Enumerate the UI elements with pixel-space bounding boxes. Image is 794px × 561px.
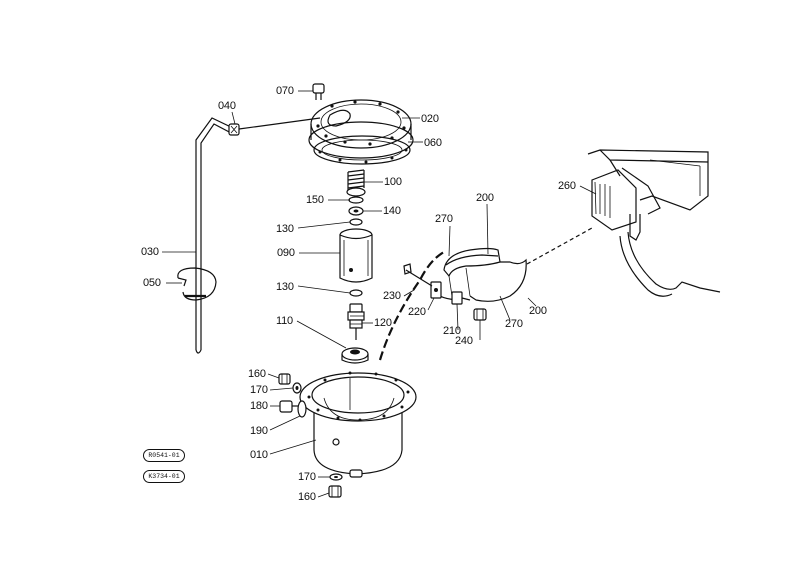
phantom-lines: [378, 227, 593, 361]
part-label-270-top: 270: [435, 213, 453, 225]
part-label-070: 070: [276, 85, 294, 97]
part-label-180: 180: [250, 400, 268, 412]
seat-110: [341, 347, 369, 364]
part-label-130-top: 130: [276, 223, 294, 235]
part-label-200-top: 200: [476, 192, 494, 204]
drain-plug-160-left: [278, 373, 291, 385]
part-label-260: 260: [558, 180, 576, 192]
part-label-160-bottom: 160: [298, 491, 316, 503]
part-label-090: 090: [277, 247, 295, 259]
washer-190: [297, 400, 307, 418]
part-label-030: 030: [141, 246, 159, 258]
tank-body-010: [299, 371, 417, 478]
valve-120: [347, 303, 365, 340]
part-label-110: 110: [276, 315, 293, 327]
part-label-190: 190: [250, 425, 268, 437]
drain-plug-160-bottom: [328, 485, 342, 498]
gasket-060: [313, 135, 411, 165]
washer-140: [348, 206, 364, 216]
reference-code-1: R0541-01: [143, 449, 185, 462]
part-label-010: 010: [250, 449, 268, 461]
band-bolt-210: [451, 291, 471, 305]
part-label-150: 150: [306, 194, 324, 206]
seal-150: [348, 196, 364, 204]
part-label-170-bottom: 170: [298, 471, 316, 483]
bolt-180: [279, 400, 300, 413]
filter-element-090: [339, 228, 373, 283]
part-label-060: 060: [424, 137, 442, 149]
part-label-160-left: 160: [248, 368, 266, 380]
spring-100: [346, 169, 366, 197]
tank-cover-020: [308, 99, 414, 159]
cap-070: [312, 83, 325, 100]
band-bracket-220: [430, 281, 442, 299]
part-label-220: 220: [408, 306, 426, 318]
fuel-pipe-030: [195, 117, 234, 354]
part-label-050: 050: [143, 277, 161, 289]
band-bolt-230: [403, 263, 433, 287]
part-label-170-left: 170: [250, 384, 268, 396]
part-label-270-bottom: 270: [505, 318, 523, 330]
part-label-100: 100: [384, 176, 402, 188]
part-label-140: 140: [383, 205, 401, 217]
part-label-200-bottom: 200: [529, 305, 547, 317]
part-label-210: 210: [443, 325, 461, 337]
part-label-130-bottom: 130: [276, 281, 294, 293]
oring-130-bottom: [349, 289, 363, 297]
part-label-230: 230: [383, 290, 401, 302]
reference-code-2: K3734-01: [143, 470, 185, 483]
washer-170-left: [292, 382, 302, 394]
frame-bracket-260: [587, 149, 721, 297]
oring-130-top: [349, 218, 363, 226]
mounting-band-200: [431, 247, 527, 302]
pipe-clamp-050: [177, 267, 217, 301]
part-label-240: 240: [455, 335, 473, 347]
pipe-joint-040: [228, 117, 321, 136]
part-label-020: 020: [421, 113, 439, 125]
part-label-040: 040: [218, 100, 236, 112]
nut-240: [473, 308, 487, 321]
part-label-120: 120: [374, 317, 392, 329]
leader-lines: [162, 90, 597, 498]
washer-170-bottom: [329, 473, 343, 481]
